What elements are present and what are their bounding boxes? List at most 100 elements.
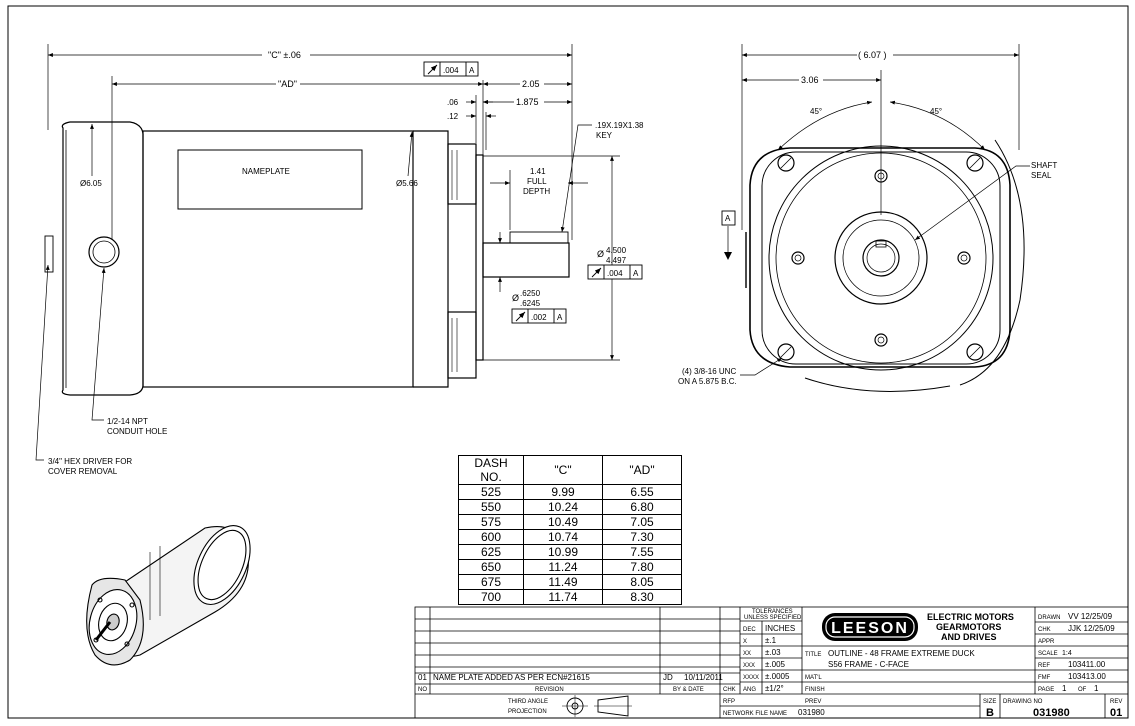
rev-by: JD (663, 673, 673, 682)
pilot-circle (834, 211, 928, 305)
ad-value: 8.05 (602, 574, 682, 590)
of-label: OF (1078, 687, 1087, 693)
c-value: 11.49 (523, 574, 603, 590)
chk-label: CHK (1038, 627, 1051, 633)
drawing-no: 031980 (1033, 707, 1070, 719)
dash-no: 550 (458, 499, 524, 515)
third-angle-2: PROJECTION (508, 709, 547, 715)
shaft-dia-min: .6245 (520, 299, 541, 308)
leeson-logo: LEESON (822, 613, 918, 641)
depth-depth: DEPTH (523, 187, 550, 196)
title-line-2: S56 FRAME - C-FACE (828, 660, 909, 669)
dia-5-66: Ø5.66 (396, 179, 418, 188)
xxxx-label: XXXX (743, 675, 759, 681)
shaft-dia-max: .6250 (520, 289, 541, 298)
table-header-row: DASH NO. "C" "AD" (458, 455, 682, 485)
fcf-shaft-value: .002 (531, 313, 547, 322)
company-3: AND DRIVES (941, 632, 997, 642)
scale-label: SCALE (1038, 651, 1058, 657)
inches-label: INCHES (765, 624, 795, 633)
hex-label-2: COVER REMOVAL (48, 467, 118, 476)
page-label: PAGE (1038, 687, 1054, 693)
dim-12: .12 (447, 112, 459, 121)
dim-1-875: 1.875 (516, 97, 539, 107)
fmf-value: 103413.00 (1068, 672, 1106, 681)
col-c: "C" (523, 455, 603, 485)
dim-ad: "AD" (278, 79, 297, 89)
flange (413, 130, 449, 388)
title-label: TITLE (805, 652, 821, 658)
dim-2-05: 2.05 (522, 79, 540, 89)
ad-value: 7.55 (602, 544, 682, 560)
col-dash-no: DASH NO. (458, 455, 524, 485)
bolt-label-2: ON A 5.875 B.C. (678, 377, 737, 386)
col-ad: "AD" (602, 455, 682, 485)
bolt-label-1: (4) 3/8-16 UNC (682, 367, 736, 376)
ref-label: REF (1038, 663, 1050, 669)
ref-value: 103411.00 (1068, 660, 1106, 669)
col-revision: REVISION (535, 687, 564, 693)
dash-no: 575 (458, 514, 524, 530)
chk-value: JJK 12/25/09 (1068, 624, 1115, 633)
conduit-hole (88, 236, 120, 268)
pilot-dia-symbol: Ø (597, 249, 604, 259)
hex-label-1: 3/4" HEX DRIVER FOR (48, 457, 132, 466)
xxx-value: ±.005 (765, 660, 786, 669)
dash-no: 650 (458, 559, 524, 575)
fcf-top-value: .004 (443, 66, 459, 75)
tol-1: TOLERANCES (752, 609, 793, 615)
c-value: 9.99 (523, 484, 603, 500)
network-file-label: NETWORK FILE NAME (723, 711, 787, 717)
ad-value: 7.80 (602, 559, 682, 575)
conduit-label-2: CONDUIT HOLE (107, 427, 167, 436)
size-label: SIZE (983, 699, 996, 705)
page-value: 1 (1062, 684, 1067, 693)
angle-left: 45° (810, 107, 822, 116)
ad-value: 7.30 (602, 529, 682, 545)
matl-label: MAT'L (805, 675, 822, 681)
fcf-pilot-value: .004 (607, 269, 623, 278)
pilot-dia-max: 4.500 (606, 246, 627, 255)
depth-1-41: 1.41 (530, 167, 546, 176)
dec-label: DEC (743, 627, 756, 633)
key-label-2: KEY (596, 131, 613, 140)
dim-06: .06 (447, 98, 459, 107)
scale-value: 1:4 (1062, 650, 1072, 657)
isometric-view (86, 525, 251, 666)
seal-label-2: SEAL (1031, 171, 1052, 180)
ad-value: 8.30 (602, 589, 682, 605)
drawn-label: DRAWN (1038, 615, 1060, 621)
conduit-label-1: 1/2-14 NPT (107, 417, 148, 426)
col-chk: CHK (723, 687, 736, 693)
of-value: 1 (1094, 684, 1099, 693)
ad-value: 7.05 (602, 514, 682, 530)
shaft-dia-symbol: Ø (512, 293, 519, 303)
c-value: 11.24 (523, 559, 603, 575)
fcf-shaft: .002 A (511, 308, 567, 324)
ang-label: ANG (743, 687, 756, 693)
flange-outline (749, 147, 1011, 368)
x-value: ±.1 (765, 636, 777, 645)
dash-no: 675 (458, 574, 524, 590)
side-view (44, 121, 570, 396)
shaft-end (862, 239, 900, 277)
finish-label: FINISH (805, 687, 825, 693)
logo-text: LEESON (831, 620, 909, 637)
c-value: 10.99 (523, 544, 603, 560)
tol-2: UNLESS SPECIFIED (744, 615, 802, 621)
third-angle-symbol (562, 695, 632, 717)
bolt-holes (777, 154, 984, 361)
motor-body (142, 130, 414, 388)
xxxx-value: ±.0005 (765, 672, 790, 681)
datum-triangle (724, 252, 732, 260)
xx-value: ±.03 (765, 648, 781, 657)
front-view (745, 139, 1025, 392)
c-value: 10.24 (523, 499, 603, 515)
xx-label: XX (743, 651, 751, 657)
